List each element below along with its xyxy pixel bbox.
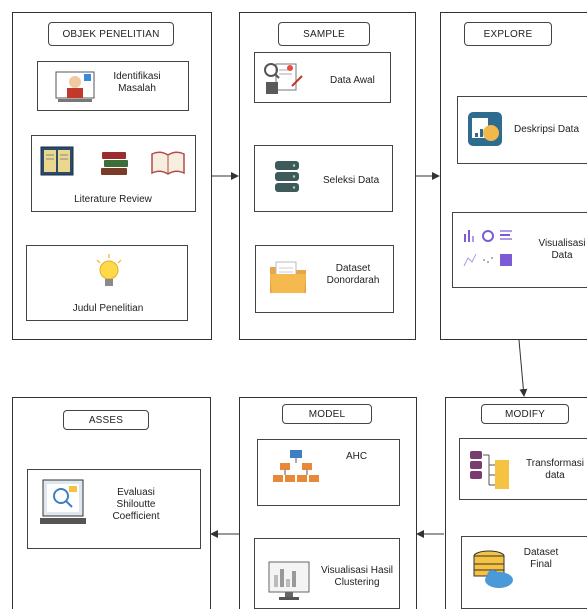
explore-title: EXPLORE xyxy=(464,22,552,46)
org-chart-icon xyxy=(272,449,322,490)
data-analysis-icon xyxy=(262,60,306,101)
hierarchy-database-icon xyxy=(469,450,513,495)
transformasi-data-box xyxy=(459,438,587,500)
books-stack-icon xyxy=(100,150,130,181)
cloud-database-icon xyxy=(471,550,515,595)
monitor-chart-icon xyxy=(268,561,310,606)
judul-penelitian-label: Judul Penelitian xyxy=(72,303,144,314)
open-book-icon xyxy=(150,150,186,181)
ahc-box xyxy=(257,439,400,506)
transformasi-data-label: Transformasi data xyxy=(526,458,584,481)
chart-grid-icon xyxy=(462,226,520,277)
model-title: MODEL xyxy=(282,404,372,424)
data-awal-box xyxy=(254,52,391,103)
visualisasi-data-label: Visualisasi Data xyxy=(538,238,586,261)
evaluasi-label: Evaluasi Shiloutte Coefficient xyxy=(112,487,160,522)
visualisasi-data-box xyxy=(452,212,587,288)
person-presentation-icon xyxy=(55,68,95,109)
data-awal-label: Data Awal xyxy=(330,75,375,86)
visualisasi-hasil-label: Visualisasi Hasil Clustering xyxy=(320,565,394,588)
laptop-analysis-icon xyxy=(39,478,87,533)
panel-explore xyxy=(440,12,587,340)
ahc-label: AHC xyxy=(346,451,368,462)
dataset-final-label: Dataset Final xyxy=(523,547,559,570)
asses-title: ASSES xyxy=(63,410,149,430)
report-icon xyxy=(467,111,503,152)
seleksi-data-label: Seleksi Data xyxy=(323,175,380,186)
literature-review-label: Literature Review xyxy=(74,194,152,205)
arrow-explore-to-modify xyxy=(518,339,528,397)
document-icon xyxy=(40,146,74,181)
identifikasi-masalah-label: Identifikasi Masalah xyxy=(113,71,161,94)
dataset-donordarah-label: Dataset Donordarah xyxy=(326,263,380,286)
folder-icon xyxy=(268,259,308,300)
lightbulb-icon xyxy=(94,254,124,295)
objek-penelitian-title: OBJEK PENELITIAN xyxy=(48,22,174,46)
modify-title: MODIFY xyxy=(481,404,569,424)
deskripsi-data-label: Deskripsi Data xyxy=(514,124,580,135)
sample-title: SAMPLE xyxy=(278,22,370,46)
database-icon xyxy=(274,160,300,199)
